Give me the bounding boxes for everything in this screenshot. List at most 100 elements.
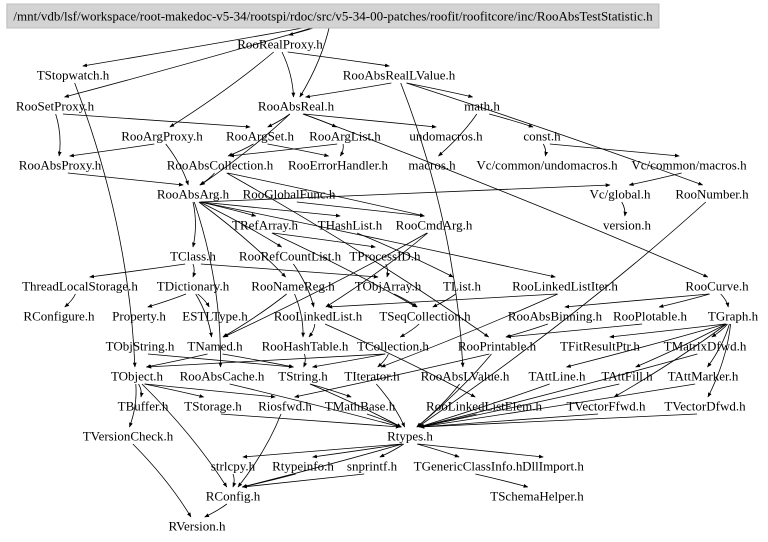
edge-RConfig-to-RVersion — [204, 503, 228, 518]
graph-node-RooHashTable[interactable]: RooHashTable.h — [261, 338, 349, 354]
graph-node-RooErrorHandler[interactable]: RooErrorHandler.h — [287, 157, 389, 173]
edge-TObject-to-RConfig — [141, 383, 228, 488]
graph-node-Riosfwd[interactable]: Riosfwd.h — [258, 398, 312, 414]
graph-node-RooCurve[interactable]: RooCurve.h — [685, 278, 749, 294]
edge-Rtypes-to-DllImport — [417, 443, 544, 459]
graph-node-RooLinkedList[interactable]: RooLinkedList.h — [273, 308, 363, 324]
graph-node-Rtypeinfo[interactable]: Rtypeinfo.h — [272, 458, 334, 474]
graph-node-RooGlobalFunc[interactable]: RooGlobalFunc.h — [242, 186, 336, 202]
graph-node-TSeqCollection[interactable]: TSeqCollection.h — [379, 308, 471, 324]
graph-node-macros[interactable]: macros.h — [408, 157, 456, 173]
graph-node-TString[interactable]: TString.h — [278, 368, 328, 384]
edge-root-to-RooSetProxy — [64, 23, 326, 98]
graph-node-DllImport[interactable]: DllImport.h — [522, 458, 584, 474]
graph-node-RooAbsCache[interactable]: RooAbsCache.h — [179, 368, 265, 384]
graph-node-TAttLine[interactable]: TAttLine.h — [528, 368, 586, 384]
edge-TObject-to-TStorage — [144, 383, 205, 398]
graph-node-RooPlotable[interactable]: RooPlotable.h — [612, 308, 688, 324]
graph-node-TClass[interactable]: TClass.h — [170, 248, 216, 264]
graph-node-TList[interactable]: TList.h — [443, 278, 481, 294]
graph-node-math[interactable]: math.h — [464, 98, 500, 114]
graph-node-RooRealProxy[interactable]: RooRealProxy.h — [237, 36, 323, 52]
graph-node-RVersion[interactable]: RVersion.h — [168, 518, 226, 534]
edge-math-to-macros — [438, 113, 478, 157]
graph-node-TMatrixDfwd[interactable]: TMatrixDfwd.h — [663, 338, 747, 354]
edge-TCollection-to-TString — [312, 353, 386, 369]
edge-RooCurve-to-TGraph — [720, 293, 730, 308]
edge-RooAbsRealLValue-to-RooNumber — [406, 82, 704, 186]
graph-node-TObjString[interactable]: TObjString.h — [105, 338, 175, 354]
graph-node-const[interactable]: const.h — [523, 128, 561, 144]
graph-node-RooAbsRealLValue[interactable]: RooAbsRealLValue.h — [342, 67, 456, 83]
edge-TAttMarker-to-Rtypes — [419, 383, 696, 429]
graph-node-Rtypes[interactable]: Rtypes.h — [387, 428, 433, 444]
edge-TDictionary-to-Property — [147, 293, 187, 308]
graph-node-strlcpy[interactable]: strlcpy.h — [210, 458, 256, 474]
graph-node-TDictionary[interactable]: TDictionary.h — [156, 278, 230, 294]
edge-RooArgSet-to-RooErrorHandler — [267, 143, 330, 157]
graph-node-Property[interactable]: Property.h — [112, 308, 166, 324]
graph-node-ESTLType[interactable]: ESTLType.h — [182, 308, 248, 324]
graph-node-TProcessID[interactable]: TProcessID.h — [349, 248, 421, 264]
graph-node-TGenericClassInfo[interactable]: TGenericClassInfo.h — [413, 458, 523, 474]
graph-node-RooAbsProxy[interactable]: RooAbsProxy.h — [18, 157, 102, 173]
graph-node-TSchemaHelper[interactable]: TSchemaHelper.h — [490, 488, 584, 504]
graph-node-TBuffer[interactable]: TBuffer.h — [117, 398, 169, 414]
edge-TDictionary-to-TNamed — [195, 293, 213, 338]
graph-node-RooLinkedListElem[interactable]: RooLinkedListElem.h — [426, 398, 542, 414]
graph-node-RooAbsArg[interactable]: RooAbsArg.h — [156, 186, 230, 202]
graph-node-TFitResultPtr[interactable]: TFitResultPtr.h — [560, 338, 640, 354]
graph-node-TRefArray[interactable]: TRefArray.h — [232, 217, 298, 233]
edge-TMatrixDfwd-to-Rtypes — [419, 353, 698, 428]
graph-node-RooLinkedListIter[interactable]: RooLinkedListIter.h — [512, 278, 618, 294]
graph-node-TVectorFfwd[interactable]: TVectorFfwd.h — [566, 398, 646, 414]
graph-node-version[interactable]: version.h — [602, 217, 652, 233]
graph-node-undomacros[interactable]: undomacros.h — [409, 128, 483, 144]
edge-math-to-const — [489, 113, 534, 128]
edge-RooAbsRealLValue-to-RooAbsReal — [305, 82, 392, 99]
graph-node-TStopwatch[interactable]: TStopwatch.h — [36, 67, 110, 83]
graph-node-THashList[interactable]: THashList.h — [317, 217, 383, 233]
graph-node-RooArgProxy[interactable]: RooArgProxy.h — [121, 128, 203, 144]
graph-node-RooAbsCollection[interactable]: RooAbsCollection.h — [166, 157, 274, 173]
graph-node-snprintf[interactable]: snprintf.h — [346, 458, 398, 474]
edge-TGenericClassInfo-to-TSchemaHelper — [475, 473, 529, 488]
graph-node-TObject[interactable]: TObject.h — [110, 368, 164, 384]
graph-node-TObjArray[interactable]: TObjArray.h — [354, 278, 422, 294]
graph-node-RooAbsBinning[interactable]: RooAbsBinning.h — [507, 308, 603, 324]
edge-RooAbsReal-to-RooArgSet — [267, 113, 291, 128]
graph-node-TAttMarker[interactable]: TAttMarker.h — [667, 368, 739, 384]
graph-node-RConfigure[interactable]: RConfigure.h — [23, 308, 95, 324]
graph-node-TMathBase[interactable]: TMathBase.h — [324, 398, 396, 414]
graph-node-RooAbsLValue[interactable]: RooAbsLValue.h — [420, 368, 510, 384]
root-node[interactable]: /mnt/vdb/lsf/workspace/root-makedoc-v5-3… — [6, 3, 660, 29]
edge-TRefArray-to-TSeqCollection — [271, 232, 417, 308]
graph-node-RooArgSet[interactable]: RooArgSet.h — [225, 128, 295, 144]
graph-node-TAttFill[interactable]: TAttFill.h — [601, 368, 653, 384]
edge-snprintf-to-RConfig — [242, 473, 365, 489]
edge-RooRealProxy-to-RooAbsRealLValue — [287, 51, 390, 68]
graph-node-ThreadLocalStorage[interactable]: ThreadLocalStorage.h — [22, 278, 138, 294]
graph-node-RooPrintable[interactable]: RooPrintable.h — [457, 338, 537, 354]
graph-node-TStorage[interactable]: TStorage.h — [184, 398, 242, 414]
graph-node-RooAbsReal[interactable]: RooAbsReal.h — [257, 98, 335, 114]
edge-TStopwatch-to-TObject — [74, 82, 137, 368]
graph-node-RooRefCountList[interactable]: RooRefCountList.h — [238, 248, 342, 264]
graph-node-TVectorDfwd[interactable]: TVectorDfwd.h — [664, 398, 746, 414]
graph-node-RConfig[interactable]: RConfig.h — [205, 488, 261, 504]
graph-node-TGraph[interactable]: TGraph.h — [707, 308, 759, 324]
graph-node-RooCmdArg[interactable]: RooCmdArg.h — [395, 217, 473, 233]
edge-RooAbsReal-to-RooAbsArg — [200, 113, 291, 186]
graph-node-TCollection[interactable]: TCollection.h — [357, 338, 429, 354]
graph-node-VcMacros[interactable]: Vc/common/macros.h — [631, 157, 747, 173]
graph-node-RooNumber[interactable]: RooNumber.h — [675, 186, 749, 202]
graph-node-RooSetProxy[interactable]: RooSetProxy.h — [15, 98, 95, 114]
graph-node-TNamed[interactable]: TNamed.h — [187, 338, 243, 354]
graph-node-TIterator[interactable]: TIterator.h — [344, 368, 400, 384]
edge-RooRealProxy-to-RooAbsReal — [281, 51, 296, 98]
graph-node-TVersionCheck[interactable]: TVersionCheck.h — [82, 428, 174, 444]
graph-node-VcUndomacros[interactable]: Vc/common/undomacros.h — [476, 157, 618, 173]
graph-node-RooArgList[interactable]: RooArgList.h — [309, 128, 381, 144]
graph-node-VcGlobal[interactable]: Vc/global.h — [589, 186, 651, 202]
graph-node-RooNameReg[interactable]: RooNameReg.h — [251, 278, 335, 294]
